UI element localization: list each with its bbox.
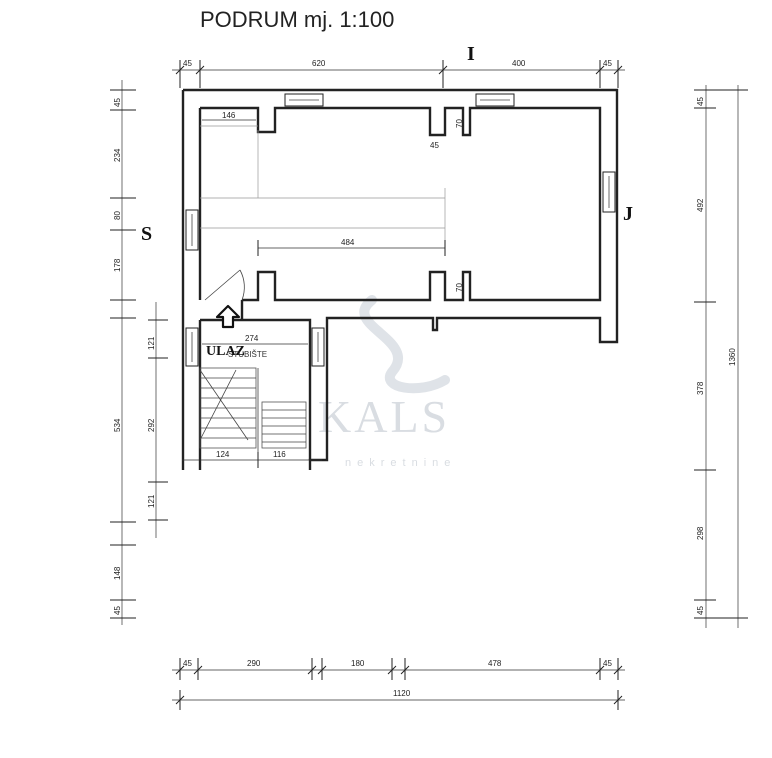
- dim-left-inner-2: 292: [147, 418, 156, 432]
- dim-top-4: 45: [603, 59, 612, 68]
- staircase: STUBIŠTE: [199, 350, 307, 460]
- orientation-east-label: J: [623, 203, 633, 225]
- left-dimension-line: 45 234 80 178 534 148 45: [110, 80, 136, 625]
- dim-left-1: 45: [113, 98, 122, 107]
- windows: [185, 93, 616, 367]
- dim-left-inner-1: 121: [147, 336, 156, 350]
- room-label-stair: STUBIŠTE: [228, 350, 267, 359]
- dim-right-2: 492: [696, 198, 705, 212]
- dim-bottom-5: 45: [603, 659, 612, 668]
- bottom-dimension-line: 45 290 180 478 45 1120: [172, 658, 625, 710]
- dim-right-1: 45: [696, 97, 705, 106]
- left-inner-dimension-line: 121 292 121: [147, 302, 168, 538]
- watermark-tagline: nekretnine: [345, 457, 456, 469]
- right-dimension-line: 45 492 378 298 45 1360: [694, 85, 748, 628]
- dim-left-4: 178: [113, 258, 122, 272]
- dim-interior-274: 274: [245, 334, 259, 343]
- dim-right-5: 45: [696, 606, 705, 615]
- dim-bottom-2: 290: [247, 659, 261, 668]
- entrance-arrow-icon: [215, 304, 241, 329]
- interior-lines: [200, 125, 446, 255]
- watermark: KALS nekretnine: [318, 295, 456, 469]
- entrance-label: ULAZ: [206, 344, 245, 359]
- dim-interior-70-top: 70: [455, 119, 464, 128]
- dim-bottom-4: 478: [488, 659, 502, 668]
- dim-interior-45: 45: [430, 141, 439, 150]
- dim-right-3: 378: [696, 381, 705, 395]
- dim-interior-146: 146: [222, 111, 236, 120]
- dim-right-total: 1360: [728, 348, 737, 366]
- dim-top-2: 620: [312, 59, 326, 68]
- dim-left-2: 234: [113, 148, 122, 162]
- orientation-north-label: I: [467, 43, 475, 65]
- orientation-west-label: S: [141, 223, 152, 245]
- dim-top-3: 400: [512, 59, 526, 68]
- entrance-door: [204, 269, 245, 301]
- dim-bottom-3: 180: [351, 659, 365, 668]
- dim-bottom-1: 45: [183, 659, 192, 668]
- dim-interior-484: 484: [341, 238, 355, 247]
- dim-left-3: 80: [113, 211, 122, 220]
- top-dimension-line: 45 620 400 45: [172, 59, 625, 88]
- dim-bottom-total: 1120: [393, 689, 411, 698]
- interior-dimensions: 146 484 274 124 116 70 70 45: [182, 111, 464, 468]
- dim-interior-70-bottom: 70: [455, 283, 464, 292]
- dim-interior-116: 116: [273, 450, 286, 459]
- dim-top-1: 45: [183, 59, 192, 68]
- dim-right-4: 298: [696, 526, 705, 540]
- dim-left-bottom-1: 148: [113, 566, 122, 580]
- exterior-walls: [181, 88, 619, 470]
- watermark-logo: KALS: [318, 391, 450, 442]
- dim-interior-124: 124: [216, 450, 230, 459]
- dim-left-total-lower: 534: [113, 418, 122, 432]
- dim-left-bottom-2: 45: [113, 606, 122, 615]
- dim-left-inner-3: 121: [147, 494, 156, 508]
- plan-title: PODRUM mj. 1:100: [200, 7, 394, 32]
